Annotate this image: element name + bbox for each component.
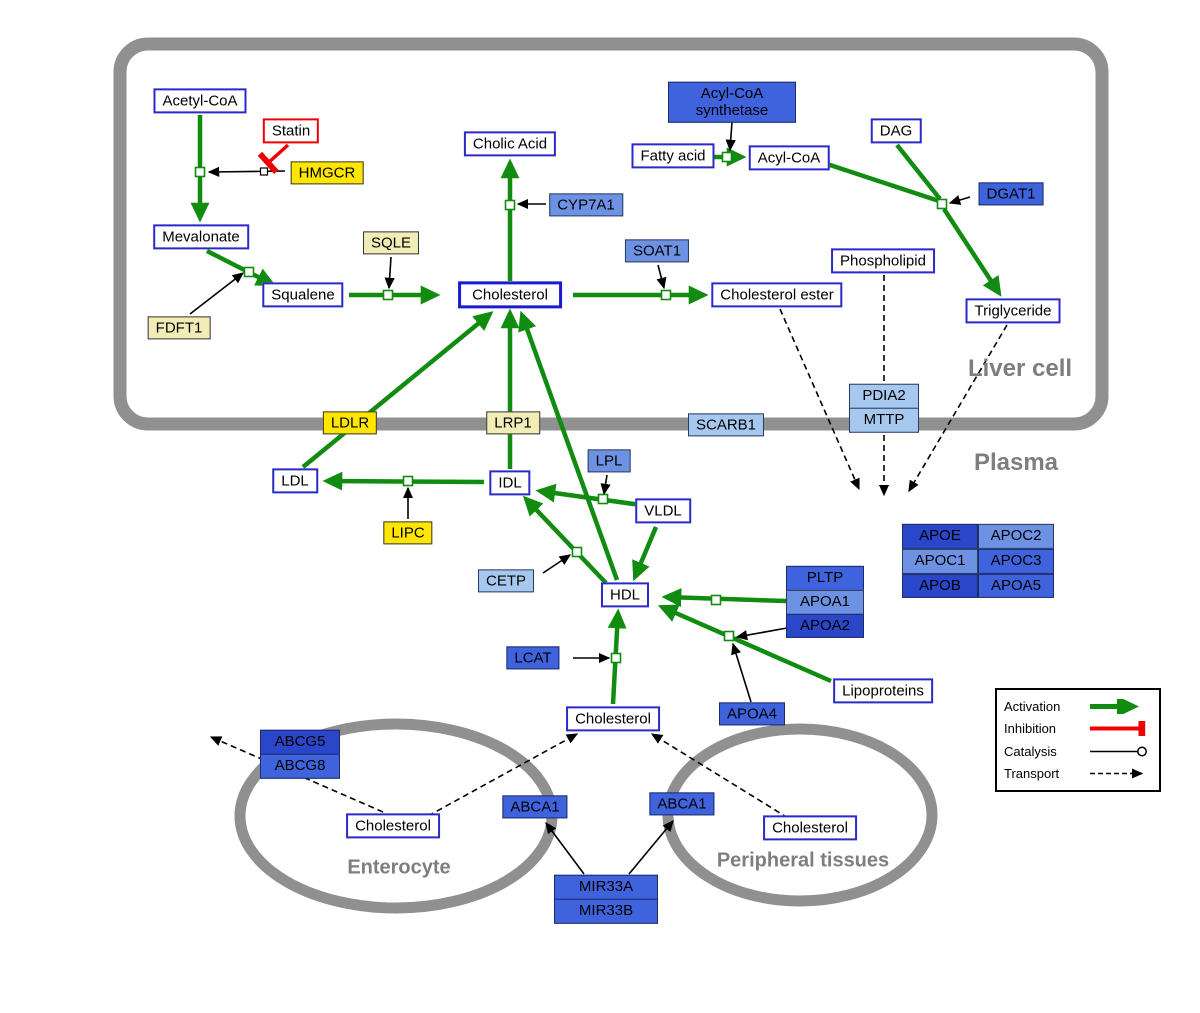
legend-inhibition-label: Inhibition xyxy=(1004,721,1057,737)
pltp-apoa-stack: PLTP APOA1 APOA2 xyxy=(786,565,864,639)
node-cyp7a1[interactable]: CYP7A1 xyxy=(549,193,623,217)
node-pltp[interactable]: PLTP xyxy=(786,565,864,591)
node-fatty-acid[interactable]: Fatty acid xyxy=(631,143,715,169)
inhibition-tee-icon xyxy=(1090,721,1146,737)
catalysis-circle-icon xyxy=(1090,746,1147,757)
peripheral-tissues-label: Peripheral tissues xyxy=(716,849,890,872)
node-squalene[interactable]: Squalene xyxy=(262,282,344,308)
node-acyl-coa-synthetase[interactable]: Acyl-CoA synthetase xyxy=(668,81,796,123)
catalysis-anchor xyxy=(259,167,269,176)
legend-row-activation: Activation xyxy=(1004,698,1152,714)
node-cholesterol-peripheral[interactable]: Cholesterol xyxy=(763,815,857,841)
activation-arrow-icon xyxy=(1090,698,1139,714)
node-acyl-coa[interactable]: Acyl-CoA xyxy=(748,145,830,171)
pdia2-mttp-complex: PDIA2 MTTP xyxy=(849,383,919,433)
node-soat1[interactable]: SOAT1 xyxy=(624,239,690,263)
node-apoa2[interactable]: APOA2 xyxy=(786,613,864,639)
node-lrp1[interactable]: LRP1 xyxy=(486,411,540,435)
node-apoc3[interactable]: APOC3 xyxy=(978,548,1054,574)
enterocyte-label: Enterocyte xyxy=(347,856,451,879)
node-pdia2[interactable]: PDIA2 xyxy=(849,383,919,409)
abcg5-abcg8-stack: ABCG5 ABCG8 xyxy=(260,729,340,779)
legend-row-transport: Transport xyxy=(1004,766,1152,781)
membranes xyxy=(113,37,1109,914)
node-idl[interactable]: IDL xyxy=(489,470,531,496)
node-scarb1[interactable]: SCARB1 xyxy=(687,413,765,437)
node-sqle[interactable]: SQLE xyxy=(362,231,420,255)
mir33-stack: MIR33A MIR33B xyxy=(554,874,658,924)
legend-activation-label: Activation xyxy=(1004,698,1061,714)
node-triglyceride[interactable]: Triglyceride xyxy=(965,298,1061,324)
node-hdl[interactable]: HDL xyxy=(600,582,650,608)
legend-transport-label: Transport xyxy=(1004,766,1060,782)
node-cholesterol-ester[interactable]: Cholesterol ester xyxy=(711,282,843,308)
liver-cell-membrane xyxy=(113,37,1109,431)
inhibition-edge xyxy=(257,143,290,174)
node-abca1-peripheral[interactable]: ABCA1 xyxy=(649,792,715,816)
transport-dashed-arrow-icon xyxy=(1090,768,1144,779)
node-lipoproteins[interactable]: Lipoproteins xyxy=(833,678,933,704)
node-vldl[interactable]: VLDL xyxy=(635,498,691,524)
node-mir33b[interactable]: MIR33B xyxy=(554,898,658,924)
node-mttp[interactable]: MTTP xyxy=(849,407,919,433)
node-phospholipid[interactable]: Phospholipid xyxy=(831,248,935,274)
node-mir33a[interactable]: MIR33A xyxy=(554,874,658,900)
node-cholesterol-enterocyte[interactable]: Cholesterol xyxy=(346,813,440,839)
legend-row-inhibition: Inhibition xyxy=(1004,721,1152,737)
node-statin[interactable]: Statin xyxy=(262,118,320,144)
node-apob[interactable]: APOB xyxy=(902,573,978,599)
node-apoe[interactable]: APOE xyxy=(902,523,978,549)
node-lipc[interactable]: LIPC xyxy=(383,521,433,545)
node-ldlr[interactable]: LDLR xyxy=(322,411,378,435)
node-dgat1[interactable]: DGAT1 xyxy=(978,182,1044,206)
node-mevalonate[interactable]: Mevalonate xyxy=(153,224,249,250)
node-lpl[interactable]: LPL xyxy=(587,449,631,473)
node-acetyl-coa[interactable]: Acetyl-CoA xyxy=(153,88,247,114)
node-cholesterol-plasma[interactable]: Cholesterol xyxy=(566,706,660,732)
node-apoa4[interactable]: APOA4 xyxy=(718,702,786,726)
node-cetp[interactable]: CETP xyxy=(477,569,535,593)
plasma-label: Plasma xyxy=(973,449,1059,476)
node-fdft1[interactable]: FDFT1 xyxy=(147,316,211,340)
node-lcat[interactable]: LCAT xyxy=(506,646,560,670)
liver-cell-label: Liver cell xyxy=(967,355,1073,382)
legend-catalysis-label: Catalysis xyxy=(1004,743,1057,759)
node-abcg5[interactable]: ABCG5 xyxy=(260,729,340,755)
node-abcg8[interactable]: ABCG8 xyxy=(260,753,340,779)
node-apoc1[interactable]: APOC1 xyxy=(902,548,978,574)
legend: Activation Inhibition Catalysis Transpor… xyxy=(995,688,1161,792)
node-apoa5[interactable]: APOA5 xyxy=(978,573,1054,599)
node-dag[interactable]: DAG xyxy=(870,118,922,144)
legend-row-catalysis: Catalysis xyxy=(1004,744,1152,759)
node-cholic-acid[interactable]: Cholic Acid xyxy=(463,131,557,157)
node-hmgcr[interactable]: HMGCR xyxy=(290,161,364,185)
node-abca1-enterocyte[interactable]: ABCA1 xyxy=(502,795,568,819)
apolipoprotein-grid: APOE APOC2 APOC1 APOC3 APOB APOA5 xyxy=(902,523,1054,599)
node-ldl[interactable]: LDL xyxy=(272,468,318,494)
node-cholesterol-liver[interactable]: Cholesterol xyxy=(458,281,562,309)
node-apoc2[interactable]: APOC2 xyxy=(978,523,1054,549)
node-apoa1[interactable]: APOA1 xyxy=(786,589,864,615)
